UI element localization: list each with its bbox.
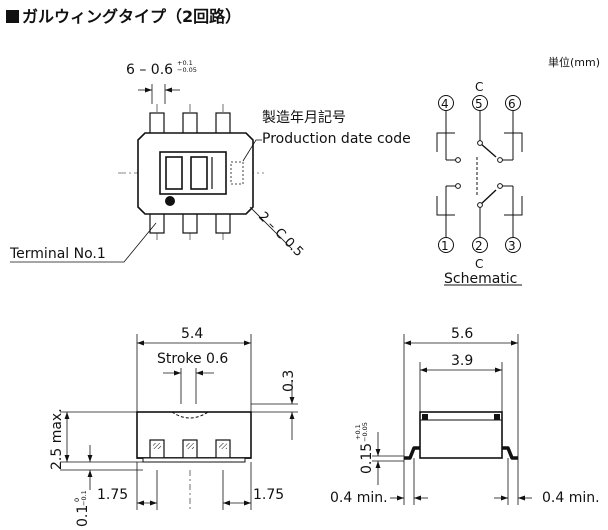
body-corner bbox=[504, 196, 523, 216]
pitch-tol-upper: +0.1 bbox=[177, 59, 193, 67]
contact bbox=[477, 140, 483, 146]
gull-wing-lead bbox=[404, 446, 420, 460]
date-code-leader bbox=[242, 139, 262, 162]
terminal-pad bbox=[215, 112, 231, 136]
unit-label: 単位(mm) bbox=[547, 56, 600, 69]
body-corner bbox=[436, 132, 455, 152]
date-code-jp: 製造年月記号 bbox=[262, 109, 346, 126]
standoff-tol-upper: 0 bbox=[73, 498, 81, 502]
pin-circle bbox=[438, 237, 454, 253]
width-label: 5.4 bbox=[181, 326, 203, 342]
contact bbox=[477, 202, 483, 208]
margin-left-label: 1.75 bbox=[97, 487, 128, 503]
gull-wing-lead bbox=[502, 446, 518, 460]
pin-1: 1 bbox=[441, 239, 449, 253]
body-corner bbox=[436, 196, 455, 216]
section-title: ガルウィングタイプ（2回路） bbox=[6, 3, 241, 27]
thickness-tol-upper: +0.1 bbox=[354, 424, 362, 440]
height-label: 2.5 max. bbox=[49, 408, 65, 470]
terminal-hatch bbox=[186, 443, 194, 449]
standoff-tol-lower: −0.1 bbox=[80, 490, 88, 506]
lead-right-label: 0.4 min. bbox=[542, 490, 600, 506]
pin-circle bbox=[505, 237, 521, 253]
lever-height-label: 0.3 bbox=[281, 370, 297, 392]
contact bbox=[497, 157, 503, 163]
pitch-tol-lower: −0.05 bbox=[177, 66, 197, 74]
switch-blade bbox=[479, 189, 497, 206]
terminal-leader bbox=[10, 222, 157, 263]
chamfer-leader bbox=[249, 206, 293, 250]
cover-clip bbox=[494, 414, 500, 420]
chamfer-label: 2 – C 0.5 bbox=[255, 209, 306, 260]
pitch-label: 6 – 0.6 bbox=[126, 62, 173, 78]
contact bbox=[455, 183, 461, 189]
terminal-pad bbox=[182, 112, 198, 136]
terminal-hatch bbox=[219, 443, 227, 449]
switch-blade bbox=[479, 142, 497, 158]
section-title-text: ガルウィングタイプ（2回路） bbox=[22, 7, 242, 26]
date-code-box bbox=[230, 161, 244, 185]
terminal-hatch bbox=[153, 443, 161, 449]
thickness-tol-lower: −0.05 bbox=[361, 422, 369, 442]
standoff-base bbox=[142, 457, 246, 463]
terminal-pad bbox=[149, 112, 165, 136]
margin-right-label: 1.75 bbox=[253, 487, 284, 503]
date-code-en: Production date code bbox=[262, 131, 411, 147]
side-view bbox=[372, 334, 532, 505]
contact bbox=[497, 183, 503, 189]
square-bullet-icon bbox=[6, 10, 19, 23]
pin1-mark bbox=[165, 196, 175, 206]
pin-5: 5 bbox=[475, 97, 483, 111]
front-view bbox=[60, 334, 298, 510]
pin-circle bbox=[472, 95, 488, 111]
actuator-lever bbox=[190, 156, 208, 190]
cover-clip bbox=[422, 414, 428, 420]
standoff-label: 0.1 bbox=[75, 505, 91, 527]
pin-4: 4 bbox=[441, 97, 449, 111]
terminal-label: Terminal No.1 bbox=[9, 246, 106, 262]
schematic-caption: Schematic bbox=[444, 271, 517, 287]
schematic bbox=[436, 95, 523, 286]
pin-circle bbox=[505, 95, 521, 111]
actuator-lever bbox=[165, 156, 183, 190]
contact bbox=[455, 157, 461, 163]
pin-circle bbox=[472, 237, 488, 253]
lead-left-label: 0.4 min. bbox=[330, 490, 388, 506]
top-view bbox=[10, 84, 293, 263]
total-width-label: 5.6 bbox=[451, 326, 473, 342]
stroke-label: Stroke 0.6 bbox=[157, 351, 228, 367]
body-width-label: 3.9 bbox=[451, 353, 473, 369]
body-corner bbox=[504, 132, 523, 152]
pin-circle bbox=[438, 95, 454, 111]
common-top: C bbox=[475, 80, 483, 94]
thickness-label: 0.15 bbox=[359, 443, 375, 474]
pin-3: 3 bbox=[508, 239, 516, 253]
switch-body-side bbox=[419, 411, 503, 459]
pin-6: 6 bbox=[508, 97, 516, 111]
lever-profile bbox=[171, 411, 209, 419]
common-bottom: C bbox=[475, 257, 483, 271]
pin-2: 2 bbox=[475, 239, 483, 253]
